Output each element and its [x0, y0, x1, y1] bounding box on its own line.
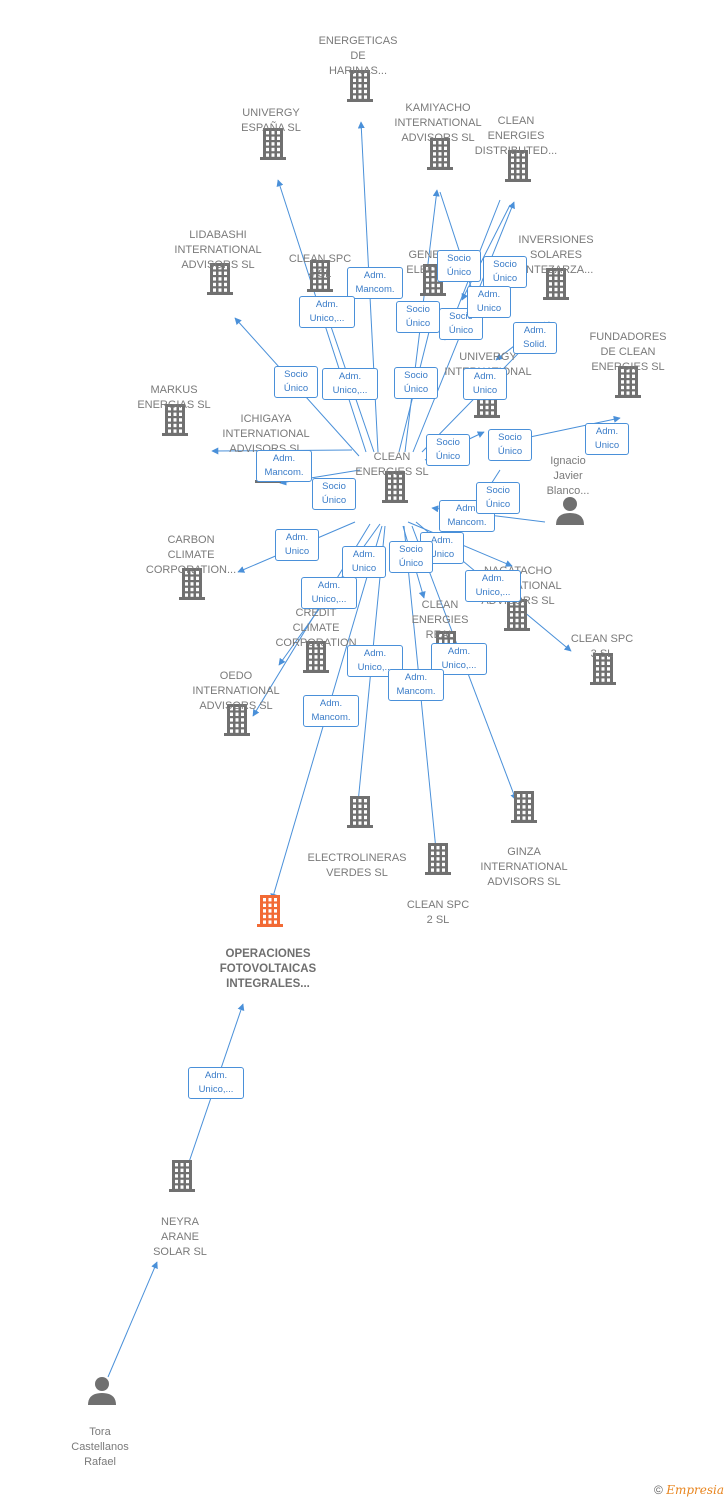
relation-badge-22[interactable]: Adm. Unico,...	[301, 577, 357, 609]
building-icon-energeticas[interactable]	[347, 70, 373, 102]
relation-badge-12[interactable]: Adm. Unico	[585, 423, 629, 455]
building-icon-markus[interactable]	[162, 404, 188, 436]
person-icon-tora[interactable]	[88, 1377, 116, 1405]
node-label-energeticas[interactable]: ENERGETICAS DE HARINAS...	[318, 35, 398, 77]
node-label-electrolineras[interactable]: ELECTROLINERAS VERDES SL	[307, 852, 407, 879]
relation-badge-7[interactable]: Socio Único	[439, 308, 483, 340]
building-icon-center[interactable]	[382, 471, 408, 503]
building-icon-cleanspc3[interactable]	[590, 653, 616, 685]
relation-badge-28[interactable]: Adm. Mancom.	[303, 695, 359, 727]
node-label-lidabashi[interactable]: LIDABASHI INTERNATIONAL ADVISORS SL	[174, 229, 262, 271]
relation-badge-8[interactable]: Adm. Unico	[467, 286, 511, 318]
relation-edge-8	[529, 415, 621, 438]
building-icon-carbon[interactable]	[179, 568, 205, 600]
relation-badge-29[interactable]: Adm. Unico,...	[188, 1067, 244, 1099]
relation-badge-0[interactable]: Adm. Mancom.	[347, 267, 403, 299]
relation-badge-27[interactable]: Adm. Mancom.	[388, 669, 444, 701]
building-icon-focus[interactable]	[257, 895, 283, 927]
building-icon-kamiyacho[interactable]	[427, 138, 453, 170]
node-label-fundadores[interactable]: FUNDADORES DE CLEAN ENERGIES SL	[589, 331, 667, 373]
building-icon-cleanspc2[interactable]	[425, 843, 451, 875]
building-icon-neyra[interactable]	[169, 1160, 195, 1192]
relation-badge-3[interactable]: Adm. Unico,...	[322, 368, 378, 400]
person-icon-ignacio[interactable]	[556, 497, 584, 525]
node-label-ginza[interactable]: GINZA INTERNATIONAL ADVISORS SL	[480, 846, 568, 888]
building-icon-cleanspc4[interactable]	[307, 260, 333, 292]
relation-edge-27	[461, 204, 511, 301]
node-label-cleanspc3[interactable]: CLEAN SPC 3 SL	[570, 633, 634, 660]
relation-badge-25[interactable]: Adm. Unico,...	[465, 570, 521, 602]
building-icon-nagatacho[interactable]	[504, 599, 530, 631]
relation-badge-6[interactable]: Socio Único	[483, 256, 527, 288]
building-icon-inversiones[interactable]	[543, 268, 569, 300]
node-label-tora[interactable]: Tora Castellanos Rafael	[71, 1426, 129, 1468]
node-label-ced[interactable]: CLEAN ENERGIES DISTRIBUTED...	[474, 115, 558, 157]
relation-badge-2[interactable]: Socio Único	[274, 366, 318, 398]
relation-badge-20[interactable]: Socio Único	[476, 482, 520, 514]
building-icon-oedo[interactable]	[224, 704, 250, 736]
building-icon-credit[interactable]	[303, 641, 329, 673]
relation-badge-14[interactable]: Socio Único	[312, 478, 356, 510]
node-label-cer[interactable]: CLEAN ENERGIES REAL	[411, 599, 469, 641]
building-icon-fundadores[interactable]	[615, 366, 641, 398]
building-icon-lidabashi[interactable]	[207, 263, 233, 295]
footer: © Empresia	[654, 1483, 724, 1497]
node-label-cleanspc4[interactable]: CLEAN SPC 4 SL	[288, 253, 352, 280]
relation-badge-13[interactable]: Adm. Mancom.	[256, 450, 312, 482]
building-icon-electrolineras[interactable]	[347, 796, 373, 828]
brand-logo[interactable]: Empresia	[666, 1483, 724, 1497]
copyright-symbol: ©	[654, 1483, 663, 1497]
node-icons	[88, 70, 641, 1405]
node-label-markus[interactable]: MARKUS ENERGIAS SL	[137, 384, 211, 411]
relation-badge-26[interactable]: Socio Único	[389, 541, 433, 573]
relation-badge-9[interactable]: Adm. Solid.	[513, 322, 557, 354]
relation-badge-15[interactable]: Socio Único	[426, 434, 470, 466]
building-icon-ginza[interactable]	[511, 791, 537, 823]
relation-badge-10[interactable]: Adm. Unico	[463, 368, 507, 400]
relation-badge-5[interactable]: Socio Único	[396, 301, 440, 333]
node-label-univergy_es[interactable]: UNIVERGY ESPAÑA SL	[241, 107, 301, 134]
node-label-center[interactable]: CLEAN ENERGIES SL	[355, 451, 429, 478]
relation-badge-19[interactable]: Adm. Unico	[342, 546, 386, 578]
node-label-credit[interactable]: CREDIT CLIMATE CORPORATION	[275, 607, 357, 649]
node-label-focus[interactable]: OPERACIONES FOTOVOLTAICAS INTEGRALES...	[219, 948, 317, 990]
relation-badge-11[interactable]: Socio Único	[394, 367, 438, 399]
building-icon-univergy_es[interactable]	[260, 128, 286, 160]
node-label-cleanspc2[interactable]: CLEAN SPC 2 SL	[406, 899, 470, 926]
node-label-carbon[interactable]: CARBON CLIMATE CORPORATION...	[145, 534, 237, 576]
relation-badge-1[interactable]: Adm. Unico,...	[299, 296, 355, 328]
node-label-oedo[interactable]: OEDO INTERNATIONAL ADVISORS SL	[192, 670, 280, 712]
relation-edge-24	[107, 1261, 158, 1378]
node-label-neyra[interactable]: NEYRA ARANE SOLAR SL	[153, 1216, 207, 1258]
relation-badge-18[interactable]: Adm. Unico	[275, 529, 319, 561]
node-label-inversiones[interactable]: INVERSIONES SOLARES ENTEZARZA...	[518, 234, 594, 276]
relation-badge-4[interactable]: Socio Único	[437, 250, 481, 282]
node-label-kamiyacho[interactable]: KAMIYACHO INTERNATIONAL ADVISORS SL	[394, 102, 482, 144]
node-label-ignacio[interactable]: Ignacio Javier Blanco...	[546, 455, 590, 497]
relation-badge-16[interactable]: Socio Único	[488, 429, 532, 461]
building-icon-ced[interactable]	[505, 150, 531, 182]
